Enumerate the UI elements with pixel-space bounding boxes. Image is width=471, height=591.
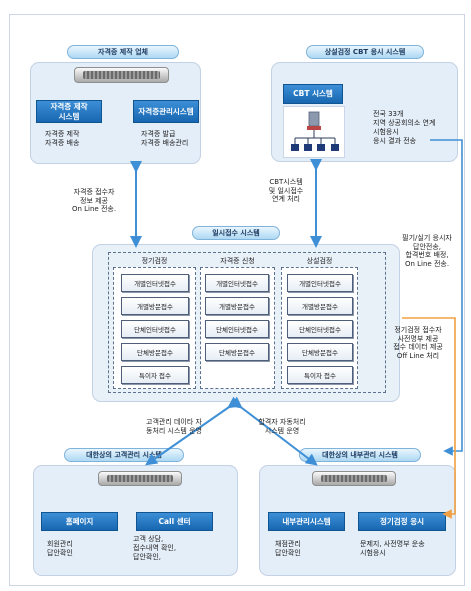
- cert-production-system-button: 자격증 제작 시스템: [36, 100, 102, 123]
- item-individual-visit: 개별방문접수: [121, 297, 189, 315]
- regular-exam-desc: 문제지, 사전명부 운송 시험응시: [360, 540, 425, 557]
- certificate-vendor-title: 자격증 제작 업체: [67, 45, 179, 59]
- server-icon: [74, 67, 169, 83]
- item-individual-internet: 개별인터넷접수: [287, 274, 353, 292]
- item-individual-visit: 개별방문접수: [205, 297, 269, 315]
- network-computers-icon: [291, 111, 339, 151]
- internal-system-button: 내부관리시스템: [268, 512, 345, 531]
- label-customer-data: 고객관리 데이타 자 동처리 시스템 운영: [146, 418, 202, 435]
- regular-exam-button: 정기검정 응시: [358, 512, 446, 531]
- label-offline: 정기검정 접수자 사전명부 제공 접수 데이터 제공 Off Line 처리: [393, 326, 443, 360]
- server-icon: [98, 471, 182, 486]
- item-group-visit: 단체방문접수: [121, 343, 189, 361]
- arrow-registration-to-internal: [402, 317, 456, 519]
- arrow-registration-to-customer: [145, 396, 241, 466]
- homepage-button: 홈페이지: [41, 512, 118, 531]
- item-special-case: 특이자 접수: [121, 366, 189, 384]
- column-head-certificate: 자격증 신청: [220, 257, 255, 265]
- cbt-system-button: CBT 시스템: [283, 84, 343, 104]
- cbt-desc: 전국 33개 지역 상공회의소 연계 시험응시 응시 결과 전송: [373, 110, 436, 145]
- item-individual-visit: 개별방문접수: [287, 297, 353, 315]
- registration-dashed-outline: [108, 252, 386, 393]
- arrow-registration-to-internal-bottom: [229, 396, 318, 466]
- call-center-desc: 고객 상담, 접수내역 확인, 답안확인,: [133, 535, 177, 561]
- item-individual-internet: 개별인터넷접수: [205, 274, 269, 292]
- cert-production-desc: 자격증 제작 자격증 배송: [45, 130, 80, 147]
- cert-management-system-button: 자격증관리시스템: [133, 100, 199, 123]
- cbt-network-illustration: [283, 106, 345, 158]
- arrow-cbt-to-internal: [430, 139, 463, 456]
- item-group-internet: 단체인터넷접수: [121, 320, 189, 338]
- label-exam-answer: 필기/실기 응시자 답안전송, 합격번호 배정, On Line 전송.: [402, 234, 452, 268]
- item-group-internet: 단체인터넷접수: [205, 320, 269, 338]
- column-head-regular: 정기검정: [141, 257, 168, 265]
- label-pass-processing: 합격자 자동처리 시스템 운영: [258, 418, 306, 435]
- item-special-case: 특이자 접수: [287, 366, 353, 384]
- item-group-internet: 단체인터넷접수: [287, 320, 353, 338]
- column-head-standing: 상설검정: [306, 257, 333, 265]
- cbt-panel-title: 상설검정 CBT 응시 시스템: [306, 45, 424, 59]
- registration-system-title: 일시접수 시스템: [192, 226, 280, 240]
- item-group-visit: 단체방문접수: [287, 343, 353, 361]
- item-individual-internet: 개별인터넷접수: [121, 274, 189, 292]
- cert-management-desc: 자격증 발급 자격증 배송관리: [141, 130, 189, 147]
- label-cbt-link: CBT시스템 및 일시접수 연계 처리: [268, 178, 304, 203]
- call-center-button: Call 센터: [136, 512, 213, 531]
- item-group-visit: 단체방문접수: [205, 343, 269, 361]
- label-cert-info: 자격증 접수자 정보 제공 On Line 전송.: [71, 188, 117, 213]
- server-icon: [312, 471, 396, 486]
- internal-system-desc: 채점관리 답안확인: [275, 540, 301, 557]
- diagram-frame: [9, 14, 465, 586]
- homepage-desc: 회원관리 답안확인: [47, 540, 73, 557]
- internal-management-title: 대한상의 내부관리 시스템: [299, 448, 421, 462]
